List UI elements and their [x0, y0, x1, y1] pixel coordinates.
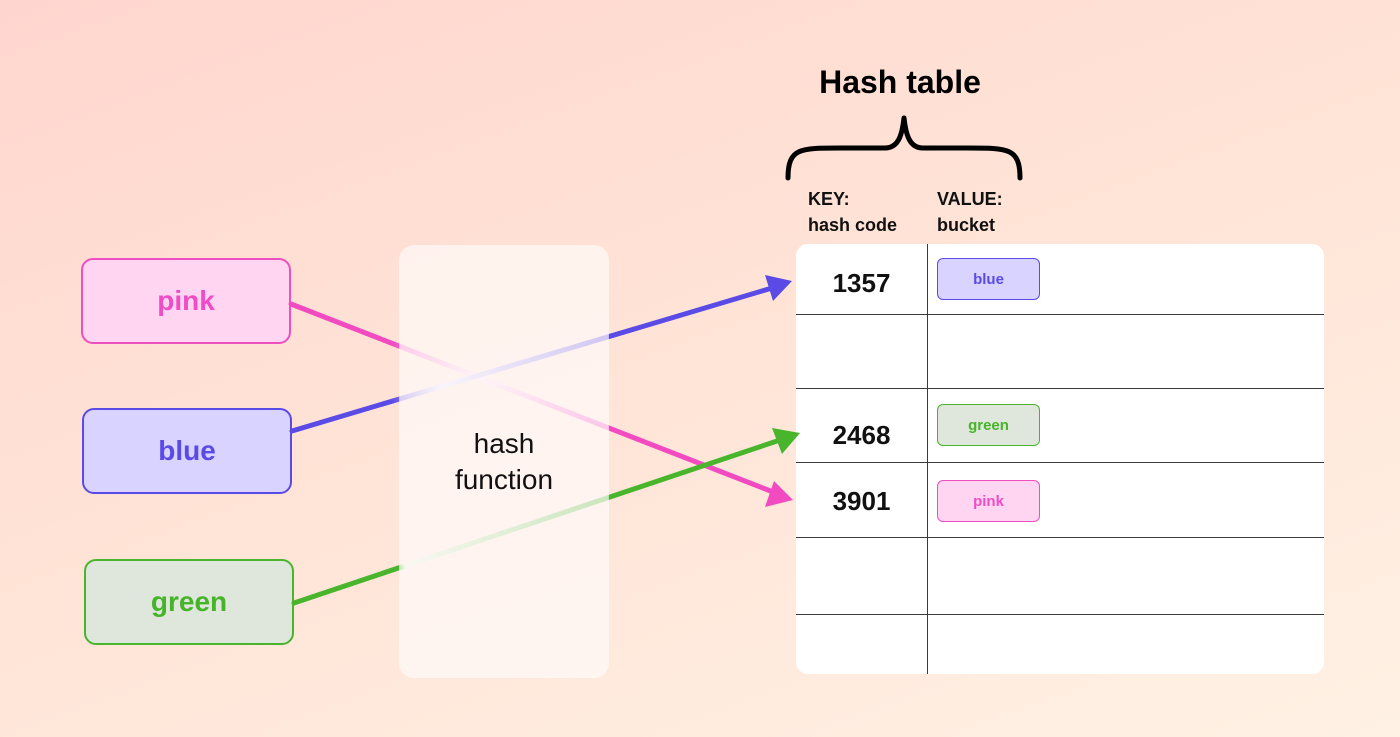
key-header-line1: KEY:: [808, 189, 850, 209]
hash-code-3901: 3901: [832, 486, 891, 516]
key-column-header: KEY: hash code: [808, 186, 897, 238]
hash-code-1357: 1357: [832, 268, 891, 298]
bucket-blue: blue: [937, 258, 1040, 300]
arrowhead-icon: [765, 481, 793, 507]
value-header-line1: VALUE:: [937, 189, 1003, 209]
hash-table-title: Hash table: [819, 64, 981, 100]
arrowhead-icon: [765, 275, 792, 301]
hash-table: 1357 blue 2468 green 3901 pink: [796, 244, 1324, 674]
value-column-header: VALUE: bucket: [937, 186, 1003, 238]
row-divider: [796, 314, 1324, 315]
row-divider: [796, 614, 1324, 615]
bucket-pink: pink: [937, 480, 1040, 522]
key-blue: blue: [82, 408, 292, 494]
hash-code-2468: 2468: [832, 420, 891, 450]
row-divider: [796, 462, 1324, 463]
row-divider: [796, 537, 1324, 538]
column-divider: [927, 244, 928, 674]
value-header-line2: bucket: [937, 215, 996, 235]
row-divider: [796, 388, 1324, 389]
hash-function-box: hash function: [400, 246, 608, 677]
key-header-line2: hash code: [808, 215, 898, 235]
bucket-green: green: [937, 404, 1040, 446]
arrowhead-icon: [772, 428, 800, 454]
key-pink: pink: [81, 258, 291, 344]
curly-brace-icon: [785, 115, 1023, 181]
hash-function-label: hash function: [454, 427, 554, 495]
